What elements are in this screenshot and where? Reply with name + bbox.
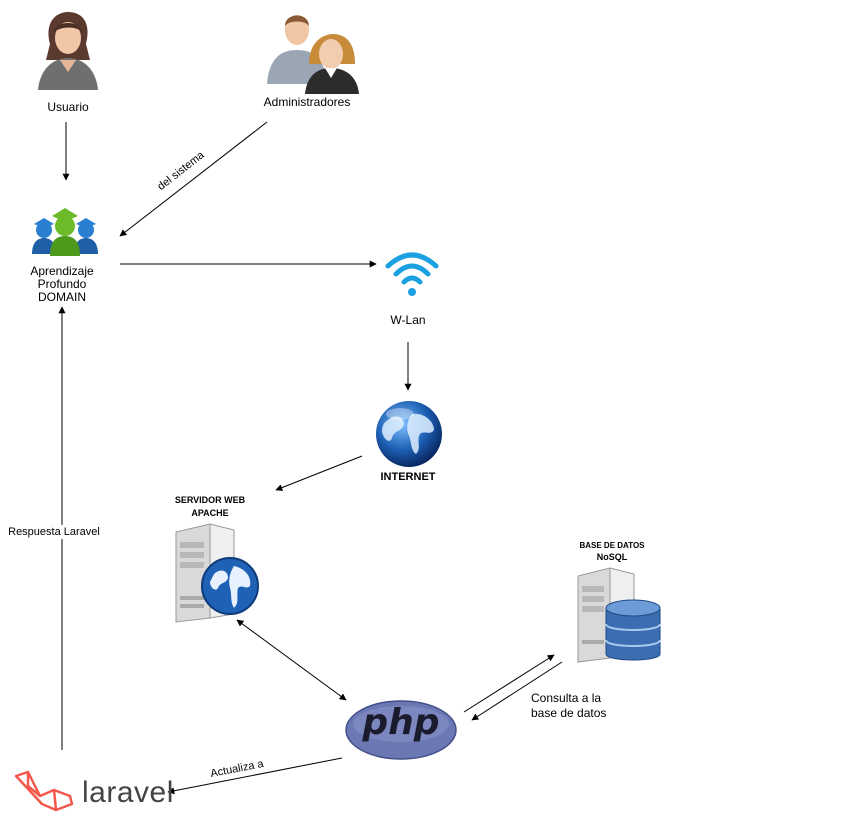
laravel-logo [14,770,74,812]
administradores-label: Administradores [263,95,351,109]
aprendizaje-label-line3: DOMAIN [38,290,86,304]
laravel-node[interactable] [14,770,76,812]
wlan-node[interactable] [384,248,440,300]
learning-group-icon [32,208,98,256]
laravel-logo-text: laravel [82,776,174,809]
arrow-internet-to-server [275,455,363,491]
arrow-server-php [236,619,347,701]
wlan-label: W-Lan [390,313,426,327]
user-group-icon [267,15,359,94]
php-logo [345,700,457,760]
arrow-db-to-php [471,661,563,721]
php-node[interactable] [345,700,457,760]
aprendizaje-label-line2: Profundo [37,277,87,291]
database-server-icon [577,567,661,663]
edge-label-respuesta: Respuesta Laravel [2,525,106,539]
web-server-icon [175,523,259,623]
servidor-node[interactable] [170,522,262,624]
administradores-node[interactable] [265,6,361,94]
globe-icon [376,401,442,467]
base-datos-label-line2: NoSQL [596,552,628,562]
aprendizaje-node[interactable] [26,204,104,260]
edge-label-consulta-line1: Consulta a la [531,691,602,705]
internet-label: INTERNET [380,471,436,483]
base-datos-node[interactable] [574,566,662,664]
female-user-icon [38,12,98,90]
aprendizaje-label-line1: Aprendizaje [30,264,94,278]
servidor-label-line1: SERVIDOR WEB [174,495,246,505]
usuario-label: Usuario [47,100,89,114]
usuario-node[interactable] [36,10,100,92]
arrow-php-to-db [463,654,555,713]
arrow-admin-to-app [119,121,268,237]
wifi-icon [385,252,439,296]
php-logo-text: php [362,702,440,743]
edge-label-consulta-line2: base de datos [531,706,607,720]
servidor-label-line2: APACHE [191,508,229,518]
base-datos-label-line1: BASE DE DATOS [579,541,645,550]
arrow-php-to-laravel [167,757,343,795]
internet-node[interactable] [374,400,444,468]
